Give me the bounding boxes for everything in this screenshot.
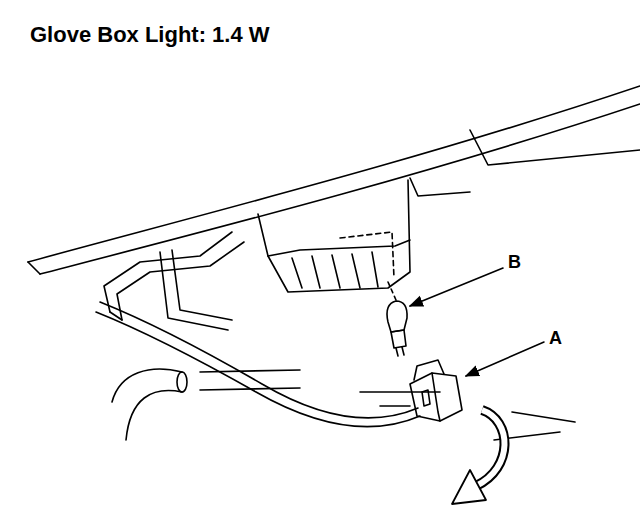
light-housing — [268, 240, 410, 256]
dashboard-edge — [28, 86, 640, 262]
bulb — [387, 301, 407, 332]
housing-ribs — [292, 252, 378, 288]
light-housing — [258, 180, 410, 292]
socket — [410, 373, 462, 421]
rotation-arrow — [452, 410, 505, 504]
leader-line — [410, 268, 503, 306]
dashboard-edge — [40, 104, 640, 274]
socket-top — [414, 360, 444, 380]
wire — [96, 312, 420, 427]
rotation-arrow-body — [476, 410, 505, 486]
panel-line — [360, 392, 440, 406]
wire — [100, 302, 418, 418]
bracket — [160, 250, 232, 330]
bulb-wire — [396, 347, 404, 356]
title: Glove Box Light: 1.4 W — [28, 22, 272, 48]
pipe — [200, 370, 300, 390]
rotation-arrowhead — [452, 470, 486, 504]
bulb-base — [391, 330, 406, 348]
install-line — [388, 282, 396, 300]
callout-letter: A — [547, 328, 564, 348]
bracket — [110, 312, 122, 320]
dashboard-edge — [28, 262, 40, 274]
socket-edge — [432, 373, 440, 421]
rotation-arrow-body — [476, 410, 505, 486]
pipe-end — [177, 372, 187, 392]
callout-letter: B — [506, 252, 523, 272]
panel-edge — [410, 178, 470, 196]
bracket — [104, 232, 232, 312]
pipe — [112, 369, 182, 402]
hidden-socket-outline — [340, 232, 394, 278]
panel-edge — [470, 130, 640, 165]
pipe — [126, 391, 182, 440]
leader-line — [466, 342, 544, 376]
